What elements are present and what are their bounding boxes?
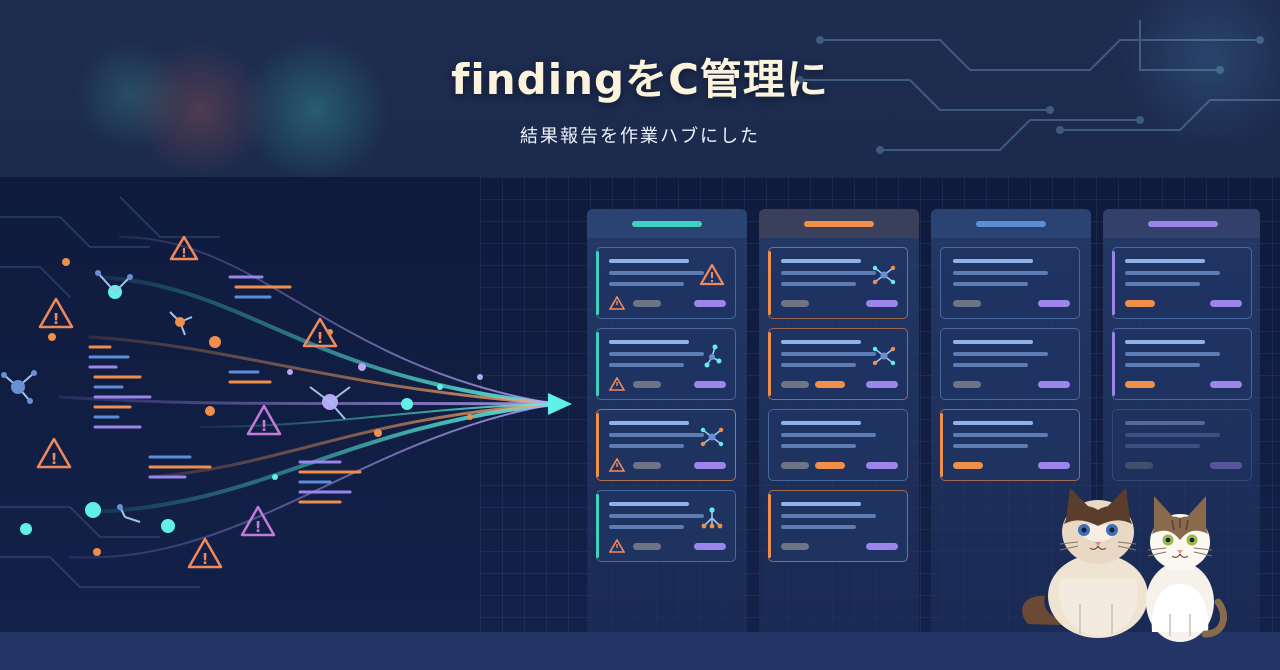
finding-card[interactable] <box>940 409 1080 481</box>
svg-text:!: ! <box>317 329 324 347</box>
warning-icon <box>609 296 625 310</box>
warning-icon <box>36 235 338 569</box>
finding-card[interactable] <box>596 247 736 319</box>
finding-card[interactable] <box>596 409 736 481</box>
warning-icon <box>609 539 625 553</box>
board-column-blue <box>931 209 1091 632</box>
finding-card[interactable] <box>768 409 908 481</box>
header-band: findingをC管理に 結果報告を作業ハブにした <box>0 0 1280 177</box>
warning-icon <box>609 377 625 391</box>
board-column-orange <box>759 209 919 632</box>
finding-card[interactable] <box>596 328 736 400</box>
finding-card[interactable] <box>596 490 736 562</box>
finding-card[interactable] <box>768 247 908 319</box>
cats-illustration <box>1022 488 1228 642</box>
data-flow-illustration: ! ! ! ! ! ! ! <box>0 196 572 588</box>
finding-card[interactable] <box>1112 247 1252 319</box>
svg-text:!: ! <box>181 246 186 260</box>
svg-text:!: ! <box>53 310 60 328</box>
svg-text:!: ! <box>261 417 268 435</box>
tree-diagram-icon <box>701 507 723 529</box>
board-column-teal <box>587 209 747 632</box>
network-node-icon <box>872 265 896 285</box>
arrow-right-icon <box>548 393 572 415</box>
svg-text:!: ! <box>255 518 262 536</box>
network-node-icon <box>704 344 722 368</box>
floor-band <box>0 632 1280 670</box>
finding-card[interactable] <box>768 328 908 400</box>
finding-card[interactable] <box>1112 409 1252 481</box>
circuit-pattern <box>796 20 1280 154</box>
network-node-icon <box>700 427 724 447</box>
warning-icon <box>609 458 625 472</box>
finding-card[interactable] <box>940 328 1080 400</box>
svg-text:!: ! <box>202 550 209 568</box>
finding-card[interactable] <box>1112 328 1252 400</box>
finding-card[interactable] <box>940 247 1080 319</box>
page-title: findingをC管理に <box>451 55 829 104</box>
page-subtitle: 結果報告を作業ハブにした <box>520 126 760 147</box>
warning-icon <box>699 263 725 286</box>
kanban-board <box>587 209 1260 632</box>
network-node-icon <box>872 346 896 366</box>
finding-card[interactable] <box>768 490 908 562</box>
svg-text:!: ! <box>51 450 58 468</box>
board-column-purple <box>1103 209 1260 632</box>
